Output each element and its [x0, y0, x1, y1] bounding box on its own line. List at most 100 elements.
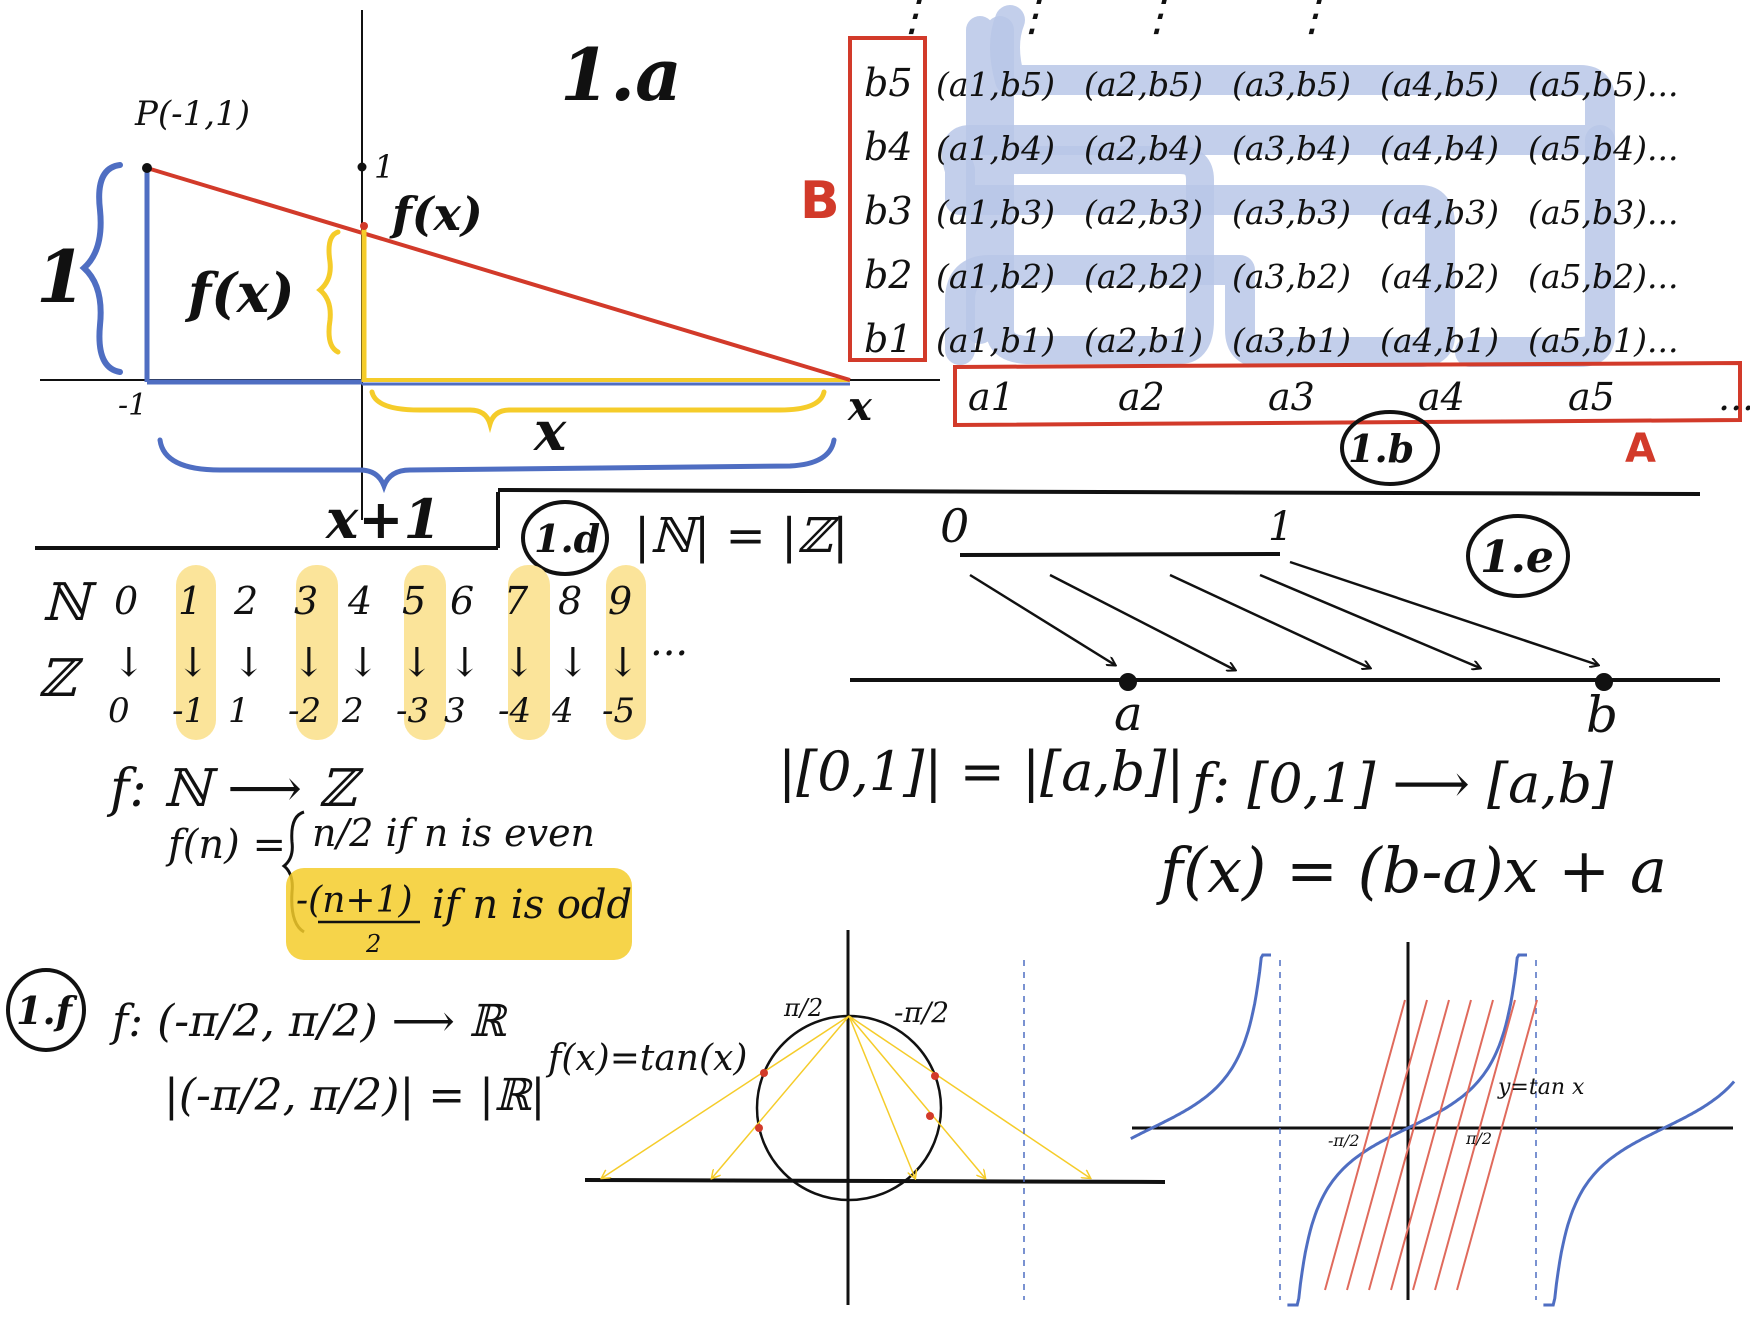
hatch-line [1390, 999, 1472, 1291]
unit-interval [959, 552, 1281, 557]
tick-neg-pi-half: -π/2 [1328, 1131, 1360, 1150]
hatch-line [1368, 999, 1450, 1291]
n-symbol: ℕ [42, 573, 97, 633]
case-odd-numerator: -(n+1) [296, 880, 413, 921]
panel-1e: 1.e 0 1 a b |[0,1]| = |[a,b]| f: [0,1] ⟶… [778, 499, 1720, 907]
a-label: a [1114, 686, 1143, 742]
a-label: a2 [1118, 375, 1165, 419]
tick-pos-pi-half: π/2 [1465, 1129, 1492, 1148]
a-label: a3 [1268, 375, 1315, 419]
a-label: a5 [1568, 375, 1615, 419]
pair-cell: (a3,b3) [1232, 193, 1351, 232]
z-value: -3 [396, 691, 429, 731]
tan-graph-label: y=tan x [1497, 1075, 1585, 1100]
pair-cell: (a5,b3)... [1528, 193, 1679, 232]
pair-cell: (a2,b3) [1084, 193, 1203, 232]
a-label: a1 [968, 375, 1015, 419]
panel-1d: 1.d |ℕ| = |ℤ| ℕ ℤ 0↓01↓-12↓13↓-24↓25↓-36… [38, 500, 848, 960]
pair-cell: (a4,b2) [1380, 257, 1499, 296]
odd-column-1 [176, 565, 216, 740]
odd-case-highlight [286, 868, 632, 960]
map-arrow: ↓ [112, 640, 146, 686]
point-a [1119, 673, 1137, 691]
pair-cell: (a1,b5) [936, 65, 1055, 104]
circle-point-3 [931, 1072, 939, 1080]
cardinality-1f: |(-π/2, π/2)| = |ℝ| [164, 1070, 545, 1121]
x-brace-yellow [369, 389, 827, 434]
snake-highlight-right [1455, 125, 1615, 367]
circle-point-1 [760, 1069, 768, 1077]
panel-1e-circle [1466, 514, 1570, 598]
panel-1b-label: 1.b [1348, 426, 1414, 471]
tan-label: f(x)=tan(x) [545, 1038, 747, 1079]
mapping-ellipsis: ... [650, 619, 688, 665]
n-value: 2 [233, 579, 258, 623]
odd-column-3 [296, 565, 338, 740]
b-label: b3 [864, 189, 913, 233]
panel-1a-label: 1.a [560, 32, 682, 117]
point-p-label: P(-1,1) [134, 94, 250, 134]
n-equals-z: |ℕ| = |ℤ| [634, 508, 848, 564]
z-symbol: ℤ [38, 649, 84, 709]
pair-cell: (a4,b5) [1380, 65, 1499, 104]
n-value: 6 [450, 579, 474, 623]
pair-cell: (a4,b1) [1380, 321, 1499, 360]
panel-1f-circle [6, 968, 86, 1052]
circle-axis-horizontal [584, 1178, 1166, 1184]
odd-column-9 [606, 565, 646, 740]
z-value: -2 [288, 691, 321, 731]
map-arrow: ↓ [292, 640, 326, 686]
formula-1e: f(x) = (b-a)x + a [1156, 834, 1667, 907]
b-label: b2 [864, 253, 913, 297]
b-label: b5 [864, 61, 913, 105]
tan-graph [1023, 942, 1736, 1307]
left-brace-blue [79, 162, 123, 375]
point-one [357, 162, 367, 172]
pair-cell: (a5,b4)... [1528, 129, 1679, 168]
left-height-label: 1 [36, 234, 86, 319]
b-label: b4 [864, 125, 913, 169]
tan-branch [1287, 953, 1527, 1307]
map-line-1e: f: [0,1] ⟶ [a,b] [1188, 752, 1614, 815]
fx-brace-yellow [316, 229, 341, 355]
vertical-dots-glyph: ⋮ [890, 0, 934, 41]
n-value: 3 [294, 579, 318, 623]
x-yellow-label: x [533, 399, 567, 463]
panel-1b-circle [1340, 410, 1440, 486]
pair-cell: (a1,b4) [936, 129, 1055, 168]
a-label: a4 [1418, 375, 1465, 419]
pair-cell: (a4,b3) [1380, 193, 1499, 232]
projection-rays [602, 1015, 1090, 1178]
odd-column-5 [404, 565, 446, 740]
tan-branch [1130, 953, 1271, 1140]
point-b [1595, 673, 1613, 691]
map-arrow: ↓ [346, 640, 380, 686]
hatch-line [1434, 999, 1516, 1291]
circle-point-2 [755, 1124, 763, 1132]
z-value: 1 [228, 691, 250, 731]
panel-1d-circle [521, 500, 609, 576]
n-value: 9 [608, 579, 632, 623]
x-plus-one-brace-blue [157, 437, 837, 494]
map-arrow-1 [969, 573, 1115, 665]
panel-1f-label: 1.f [16, 988, 78, 1033]
zero-label: 0 [940, 499, 969, 553]
snake-highlight [941, 5, 1615, 367]
n-value: 8 [558, 579, 582, 623]
tan-branch [1543, 1080, 1736, 1307]
map-line-1d: f: ℕ ⟶ ℤ [106, 759, 364, 819]
panel-1d-label: 1.d [534, 516, 600, 561]
n-to-z-table: 0↓01↓-12↓13↓-24↓25↓-36↓37↓-48↓49↓-5 [108, 579, 640, 731]
n-value: 1 [178, 579, 202, 623]
pair-cell: (a2,b2) [1084, 257, 1203, 296]
pair-cell: (a4,b4) [1380, 129, 1499, 168]
panel-1a: 1.a P(-1,1) 1 -1 f(x) f(x) 1 x x x+1 [36, 10, 940, 551]
map-arrow-4 [1259, 573, 1480, 668]
panel-1e-label: 1.e [1480, 532, 1554, 583]
circle-left-label: π/2 [783, 994, 823, 1022]
z-value: -5 [602, 691, 635, 731]
pair-cell: (a5,b2)... [1528, 257, 1679, 296]
map-arrow-5 [1289, 560, 1598, 665]
